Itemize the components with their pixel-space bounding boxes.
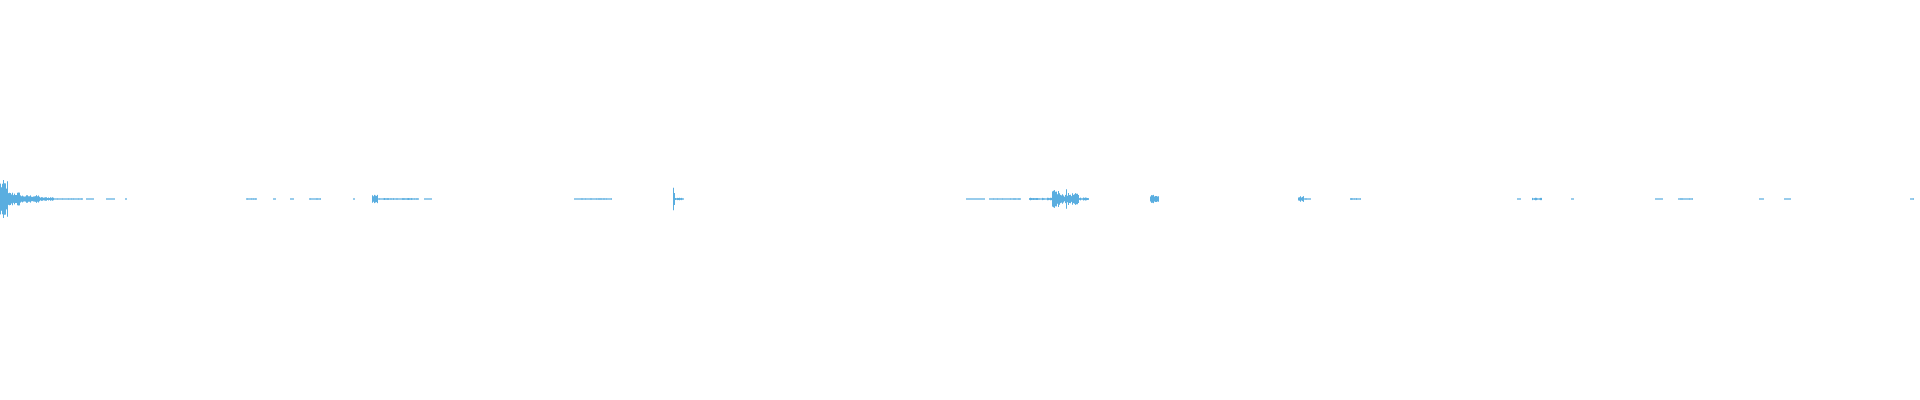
waveform-peaks	[290, 198, 294, 200]
waveform-peaks	[1060, 194, 1066, 204]
waveform-segment	[673, 187, 675, 211]
waveform-peaks	[966, 198, 985, 200]
waveform-segment	[246, 198, 257, 200]
waveform-peaks	[8, 192, 21, 206]
waveform-peaks	[1784, 198, 1791, 200]
waveform-peaks	[273, 198, 276, 200]
waveform-segment	[8, 192, 21, 206]
waveform-segment	[574, 198, 612, 200]
waveform-peaks	[40, 197, 54, 201]
waveform-peaks	[1079, 197, 1089, 201]
waveform-peaks	[1350, 198, 1361, 200]
waveform-peaks	[54, 198, 83, 200]
waveform-segment	[40, 197, 54, 201]
waveform-segment	[290, 198, 294, 200]
waveform-segment	[353, 198, 355, 200]
waveform-segment	[1655, 198, 1663, 200]
waveform-segment	[1910, 198, 1914, 200]
waveform-segment	[966, 198, 985, 200]
waveform-peaks	[989, 198, 1021, 200]
waveform-peaks	[106, 198, 115, 200]
waveform-peaks	[353, 198, 355, 200]
waveform-segment	[1759, 198, 1764, 200]
waveform-segment	[1350, 198, 1361, 200]
waveform-segment	[1517, 198, 1521, 200]
waveform-peaks	[1532, 197, 1542, 201]
waveform-peaks	[1517, 198, 1521, 200]
waveform-peaks	[1655, 198, 1663, 200]
waveform-peaks	[0, 180, 8, 218]
waveform-segment	[0, 180, 8, 218]
waveform-peaks	[1304, 198, 1311, 200]
waveform-peaks	[309, 198, 321, 200]
waveform-peaks	[21, 195, 40, 203]
waveform-peaks	[1571, 198, 1574, 200]
waveform-segment	[1532, 197, 1542, 201]
waveform-segment	[273, 198, 276, 200]
waveform-segment	[21, 195, 40, 203]
waveform-peaks	[675, 197, 684, 201]
waveform-peaks	[246, 198, 257, 200]
waveform-segment	[1784, 198, 1791, 200]
waveform-segment	[125, 198, 127, 200]
waveform-segment	[54, 198, 83, 200]
waveform-segment	[403, 198, 419, 200]
waveform-segment	[1029, 197, 1052, 201]
waveform-peaks	[1298, 196, 1304, 202]
waveform-segment	[1079, 197, 1089, 201]
waveform-segment	[1052, 190, 1060, 208]
waveform-peaks	[403, 198, 419, 200]
waveform-peaks	[86, 198, 94, 200]
waveform-peaks	[1052, 190, 1060, 208]
waveform-peaks	[574, 198, 612, 200]
waveform-segment	[372, 194, 378, 204]
waveform-peaks	[673, 187, 675, 211]
waveform-segment	[1150, 194, 1159, 204]
waveform-segment	[1298, 196, 1304, 202]
waveform-peaks	[1150, 194, 1159, 204]
waveform-segment	[309, 198, 321, 200]
waveform-segment	[424, 198, 432, 200]
waveform-segment	[675, 197, 684, 201]
waveform-segment	[1571, 198, 1574, 200]
waveform-peaks	[1067, 193, 1079, 205]
waveform-segment	[1304, 198, 1311, 200]
waveform-peaks	[125, 198, 127, 200]
waveform-peaks	[1029, 197, 1052, 201]
waveform-peaks	[1910, 198, 1914, 200]
waveform-segment	[106, 198, 115, 200]
waveform-segment	[86, 198, 94, 200]
waveform-segment	[1060, 194, 1066, 204]
waveform-segment	[1678, 198, 1693, 200]
waveform-peaks	[372, 194, 378, 204]
waveform-segment	[989, 198, 1021, 200]
waveform-peaks	[1678, 198, 1693, 200]
waveform-peaks	[1759, 198, 1764, 200]
waveform-segment	[1067, 193, 1079, 205]
waveform-peaks	[424, 198, 432, 200]
